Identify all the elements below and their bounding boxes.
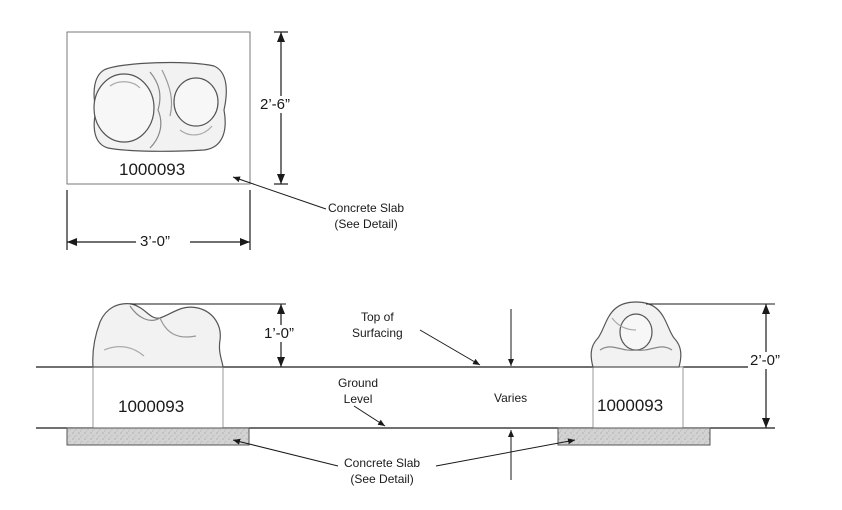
- plan-slab-callout-line1: Concrete Slab: [328, 201, 405, 215]
- plan-slab-callout-line2: (See Detail): [334, 217, 398, 231]
- top-of-surfacing-line2: Surfacing: [352, 326, 403, 340]
- plan-depth-arrow-bottom: [277, 174, 285, 184]
- plan-sculpture: [93, 61, 227, 152]
- elev-slab-leader-left: [232, 438, 339, 467]
- left-elevation-sculpture: [92, 303, 224, 368]
- left-concrete-slab: [66, 427, 250, 446]
- left-height-arrow-top: [277, 304, 285, 314]
- elev-slab-callout-line2: (See Detail): [350, 472, 414, 486]
- plan-slab-outline: [66, 31, 251, 185]
- elev-slab-callout: Concrete Slab (See Detail): [344, 455, 420, 487]
- elev-left-product-code: 1000093: [118, 397, 185, 416]
- top-of-surfacing-line1: Top of: [361, 310, 394, 324]
- elev-right-height-label: 2’-0”: [748, 352, 783, 369]
- right-height-arrow-bottom: [762, 418, 770, 428]
- elev-right-product-code: 1000093: [597, 396, 664, 415]
- plan-depth-arrow-top: [277, 32, 285, 42]
- ground-level-line1: Ground: [338, 376, 379, 390]
- right-height-arrow-top: [762, 304, 770, 314]
- elev-slab-leader-right: [435, 438, 576, 467]
- plan-slab-leader: [232, 176, 327, 210]
- varies-label: Varies: [494, 391, 528, 405]
- elev-slab-callout-line1: Concrete Slab: [344, 456, 421, 470]
- plan-width-arrow-right: [240, 238, 250, 246]
- right-concrete-slab: [557, 427, 711, 446]
- plan-width-dim-label: 3’-0”: [140, 233, 171, 250]
- plan-product-code: 1000093: [119, 160, 186, 179]
- plan-depth-dim-label: 2’-6”: [258, 96, 293, 113]
- right-base-block: [592, 366, 684, 429]
- ground-level-label: Ground Level: [338, 375, 378, 407]
- ground-level-leader: [353, 405, 386, 427]
- ground-level-line2: Level: [343, 392, 373, 406]
- top-of-surfacing-leader: [419, 329, 481, 366]
- left-height-arrow-bottom: [277, 357, 285, 367]
- top-of-surfacing-label: Top of Surfacing: [352, 309, 403, 341]
- elev-left-height-label: 1’-0”: [262, 325, 297, 342]
- right-elevation-sculpture: [590, 301, 682, 368]
- plan-width-arrow-left: [67, 238, 77, 246]
- left-base-block: [92, 366, 224, 429]
- plan-slab-callout: Concrete Slab (See Detail): [328, 200, 404, 232]
